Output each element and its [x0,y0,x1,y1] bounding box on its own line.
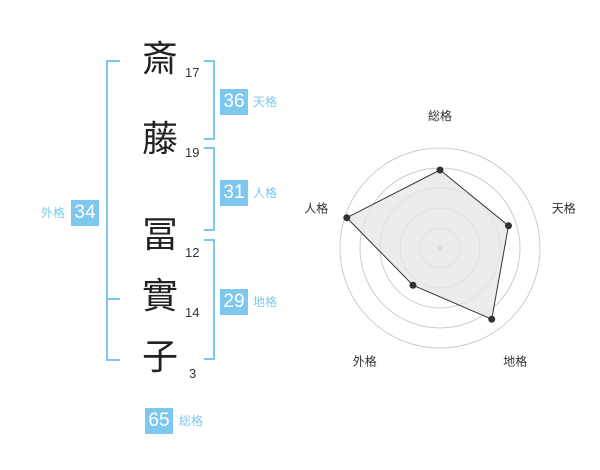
radar-point-3 [409,281,417,289]
radar-polygon [345,169,510,320]
soukaku-label: 総格 [179,414,204,428]
radar-point-0 [436,166,444,174]
radar-axis-label-4: 人格 [304,200,328,215]
radar-axis-label-1: 天格 [552,200,576,215]
stroke-count-2: 19 [185,145,200,160]
tenkaku-badge: 36 [220,89,248,115]
name-char-3: 冨 [141,215,178,256]
name-char-4: 實 [141,276,178,317]
gaikaku-badge: 34 [71,200,99,226]
radar-points [343,166,512,323]
radar-point-1 [504,222,512,230]
jinkaku-bracket [204,147,215,231]
tenkaku-label: 天格 [253,95,278,109]
stroke-count-3: 12 [185,245,200,260]
jinkaku-badge: 31 [220,180,248,206]
radar-axis-label-2: 地格 [503,354,527,369]
stroke-count-1: 17 [185,65,200,80]
name-char-2: 藤 [141,119,178,160]
gaikaku-label: 外格 [41,206,66,220]
gaikaku-bracket [106,60,120,361]
chikaku-bracket [204,239,215,360]
radar-axis-label-0: 総格 [428,108,452,123]
radar-axis-label-3: 外格 [353,354,377,369]
stroke-count-4: 14 [185,305,200,320]
chikaku-badge: 29 [220,289,248,315]
name-char-1: 斎 [141,39,178,80]
radar-point-4 [343,214,351,222]
tenkaku-bracket [204,60,215,140]
chikaku-label: 地格 [253,295,278,309]
jinkaku-label: 人格 [253,186,278,200]
name-char-5: 子 [141,337,178,378]
radar-shape [345,169,510,320]
radar-point-2 [488,315,496,323]
gaikaku-bracket-tick [106,298,120,300]
soukaku-badge: 65 [145,408,173,434]
stroke-count-5: 3 [189,366,197,381]
